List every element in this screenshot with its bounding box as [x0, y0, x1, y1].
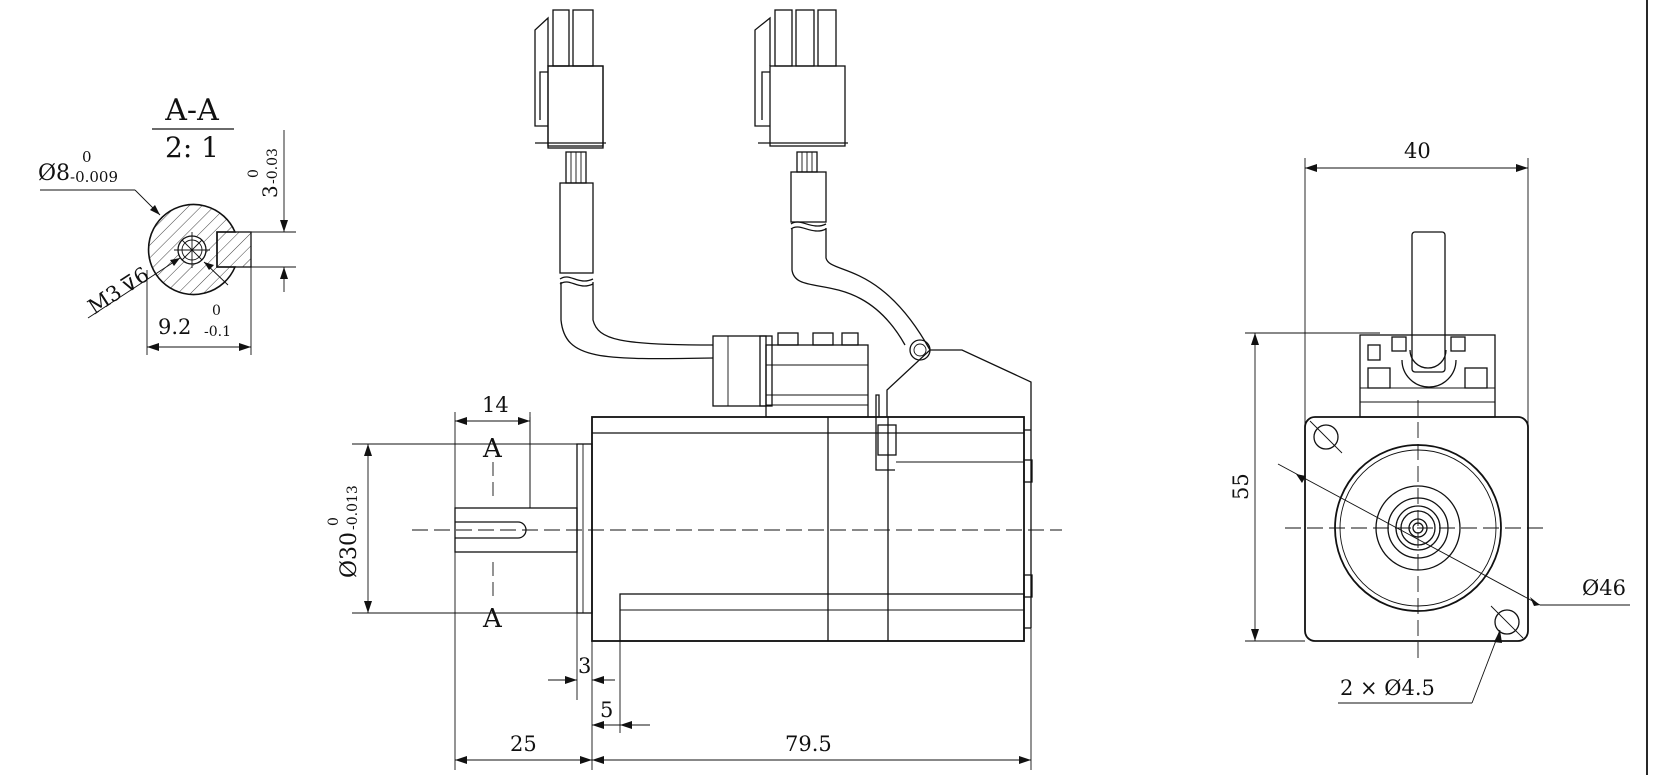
motor-body — [591, 416, 1025, 642]
pilot-dia-lower: -0.013 — [345, 485, 361, 530]
flat-width-lower: -0.1 — [204, 324, 231, 340]
encoder-connector-plug — [754, 9, 848, 147]
flat-depth-label: 3 — [258, 185, 282, 198]
mount-holes-label: 2 × Ø4.5 — [1340, 676, 1435, 700]
encoder-cable — [791, 228, 906, 346]
section-title: A-A — [164, 93, 219, 128]
body-length-label: 79.5 — [785, 732, 832, 756]
section-view-aa: A-A 2: 1 Ø8 0 -0.009 M3⊽6 — [38, 93, 296, 355]
flat-width-label: 9.2 — [158, 315, 191, 339]
shaft-total-label: 25 — [510, 732, 537, 756]
width-label: 40 — [1404, 139, 1431, 163]
shaft-dia-lower: -0.009 — [70, 168, 118, 186]
flat-depth-upper: 0 — [246, 169, 262, 178]
section-scale: 2: 1 — [165, 131, 219, 164]
bolt-circle-label: Ø46 — [1582, 576, 1626, 600]
front-view: 40 55 Ø46 2 × Ø4.5 — [1229, 139, 1630, 704]
thread-label: M3⊽6 — [84, 262, 154, 319]
height-label: 55 — [1229, 473, 1253, 500]
flange-thickness-label: 3 — [578, 654, 591, 678]
flat-depth-lower: -0.03 — [265, 148, 281, 184]
pilot-dia-label: Ø30 — [337, 532, 362, 578]
front-flange — [1304, 416, 1529, 642]
flat-width-upper: 0 — [212, 303, 221, 319]
power-connector-plug — [534, 9, 606, 149]
pilot-dia-upper: 0 — [326, 517, 342, 526]
shaft-dia-label: Ø8 — [38, 161, 70, 186]
section-mark-top: A — [482, 434, 503, 464]
shaft-length-label: 14 — [482, 393, 509, 417]
mount-hole-top-left — [1313, 424, 1339, 450]
side-view: A A 14 Ø30 0 -0.013 3 5 — [326, 9, 1062, 770]
section-mark-bottom: A — [482, 604, 503, 634]
power-cable — [560, 282, 714, 360]
power-connector-base — [765, 344, 869, 418]
shaft-dia-upper: 0 — [82, 148, 92, 166]
flange — [576, 443, 593, 614]
mount-hole-bottom-right — [1494, 609, 1520, 635]
pilot-offset-label: 5 — [600, 698, 613, 722]
